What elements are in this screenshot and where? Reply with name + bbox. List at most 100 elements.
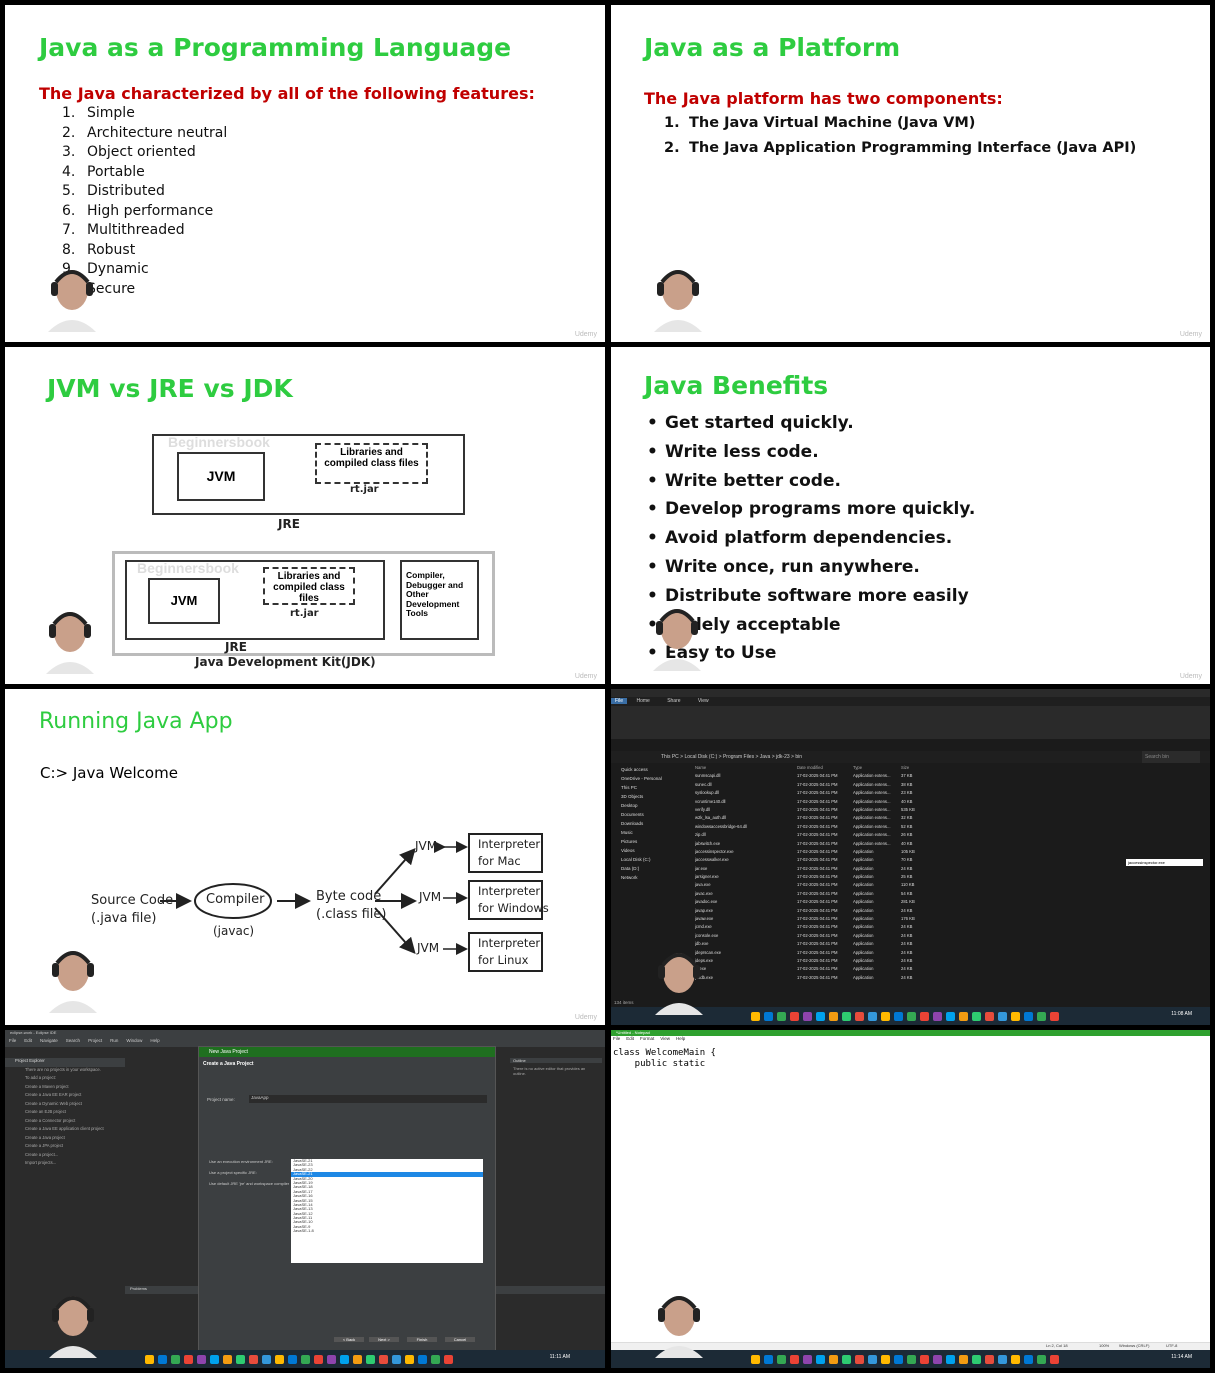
taskbar-app-icon[interactable] — [816, 1012, 825, 1021]
explorer-link[interactable]: Create a Dynamic Web project — [25, 1100, 82, 1106]
dropdown-option[interactable]: JavaSE-17 — [293, 1188, 313, 1194]
nav-item[interactable]: Videos — [621, 848, 635, 853]
nav-item[interactable]: Quick access — [621, 767, 648, 772]
taskbar-app-icon[interactable] — [145, 1355, 154, 1364]
taskbar-app-icon[interactable] — [431, 1355, 440, 1364]
taskbar-app-icon[interactable] — [920, 1355, 929, 1364]
taskbar-app-icon[interactable] — [171, 1355, 180, 1364]
taskbar-app-icon[interactable] — [1050, 1012, 1059, 1021]
menu-item[interactable]: Edit — [626, 1036, 635, 1041]
taskbar-app-icon[interactable] — [392, 1355, 401, 1364]
taskbar-app-icon[interactable] — [881, 1012, 890, 1021]
taskbar-app-icon[interactable] — [751, 1012, 760, 1021]
taskbar-app-icon[interactable] — [366, 1355, 375, 1364]
dropdown-option[interactable]: JavaSE-10 — [293, 1219, 313, 1225]
taskbar-app-icon[interactable] — [972, 1355, 981, 1364]
editor-text[interactable]: class WelcomeMain { public static — [613, 1048, 716, 1069]
taskbar-app-icon[interactable] — [301, 1355, 310, 1364]
dropdown-option[interactable]: JavaSE-20 — [293, 1175, 313, 1181]
taskbar-app-icon[interactable] — [803, 1355, 812, 1364]
taskbar-app-icon[interactable] — [881, 1355, 890, 1364]
taskbar-app-icon[interactable] — [353, 1355, 362, 1364]
taskbar-app-icon[interactable] — [790, 1012, 799, 1021]
nav-item[interactable]: Local Disk (C:) — [621, 857, 651, 862]
dropdown-option[interactable]: JavaSE-21 — [293, 1158, 313, 1163]
taskbar-app-icon[interactable] — [1037, 1355, 1046, 1364]
nav-item[interactable]: Pictures — [621, 839, 638, 844]
dropdown-option[interactable]: JavaSE-12 — [293, 1210, 313, 1216]
taskbar-app-icon[interactable] — [894, 1355, 903, 1364]
menu-item[interactable]: Search — [65, 1038, 81, 1043]
taskbar-app-icon[interactable] — [998, 1355, 1007, 1364]
taskbar-app-icon[interactable] — [907, 1012, 916, 1021]
taskbar-app-icon[interactable] — [920, 1012, 929, 1021]
column-type[interactable]: Type — [853, 765, 863, 770]
nav-item[interactable]: This PC — [621, 785, 638, 790]
taskbar-app-icon[interactable] — [262, 1355, 271, 1364]
taskbar-app-icon[interactable] — [1024, 1012, 1033, 1021]
taskbar-app-icon[interactable] — [1050, 1355, 1059, 1364]
dropdown-option[interactable]: JavaSE-9 — [293, 1223, 311, 1229]
menu-item[interactable]: Project — [88, 1038, 103, 1043]
nav-item[interactable]: 3D Objects — [621, 794, 644, 799]
taskbar-app-icon[interactable] — [288, 1355, 297, 1364]
taskbar-app-icon[interactable] — [842, 1355, 851, 1364]
next-button[interactable]: Next > — [369, 1337, 399, 1342]
dropdown-option[interactable]: JavaSE-14 — [293, 1201, 313, 1207]
nav-item[interactable]: Data (D:) — [621, 866, 640, 871]
dropdown-option[interactable]: JavaSE-21 — [291, 1171, 483, 1177]
taskbar-app-icon[interactable] — [236, 1355, 245, 1364]
jre-option-1[interactable]: Use an execution environment JRE: — [209, 1159, 273, 1164]
taskbar-app-icon[interactable] — [842, 1012, 851, 1021]
taskbar-app-icon[interactable] — [868, 1355, 877, 1364]
taskbar-app-icon[interactable] — [855, 1012, 864, 1021]
menu-item[interactable]: Run — [110, 1038, 119, 1043]
project-name-input[interactable]: JavaApp — [249, 1095, 487, 1103]
taskbar-app-icon[interactable] — [829, 1012, 838, 1021]
nav-item[interactable]: Documents — [621, 812, 644, 817]
taskbar-app-icon[interactable] — [1037, 1012, 1046, 1021]
taskbar-app-icon[interactable] — [959, 1355, 968, 1364]
menu-item[interactable]: File — [613, 1036, 621, 1041]
dropdown-option[interactable]: JavaSE-23 — [293, 1162, 313, 1168]
taskbar-app-icon[interactable] — [946, 1355, 955, 1364]
dropdown-option[interactable]: JavaSE-11 — [293, 1215, 313, 1221]
taskbar-app-icon[interactable] — [340, 1355, 349, 1364]
taskbar-app-icon[interactable] — [751, 1355, 760, 1364]
nav-item[interactable]: Music — [621, 830, 633, 835]
taskbar-app-icon[interactable] — [223, 1355, 232, 1364]
search-input[interactable]: Search bin — [1142, 751, 1200, 763]
jre-option-2[interactable]: Use a project specific JRE: — [209, 1170, 257, 1175]
taskbar-app-icon[interactable] — [275, 1355, 284, 1364]
tab-share[interactable]: Share — [667, 698, 681, 704]
menu-item[interactable]: Format — [640, 1036, 655, 1041]
taskbar-app-icon[interactable] — [249, 1355, 258, 1364]
dropdown-option[interactable]: JavaSE-1.8 — [293, 1228, 314, 1234]
taskbar-app-icon[interactable] — [418, 1355, 427, 1364]
dropdown-option[interactable]: JavaSE-19 — [293, 1179, 313, 1185]
taskbar-app-icon[interactable] — [972, 1012, 981, 1021]
dropdown-option[interactable]: JavaSE-16 — [293, 1193, 313, 1199]
explorer-link[interactable]: Create a project... — [25, 1151, 59, 1157]
menu-item[interactable]: Help — [150, 1038, 160, 1043]
nav-item[interactable]: Desktop — [621, 803, 638, 808]
column-date[interactable]: Date modified — [797, 765, 823, 770]
taskbar-app-icon[interactable] — [405, 1355, 414, 1364]
explorer-link[interactable]: Create a Java project — [25, 1134, 65, 1140]
explorer-link[interactable]: Create a Java EE application client proj… — [25, 1126, 104, 1131]
